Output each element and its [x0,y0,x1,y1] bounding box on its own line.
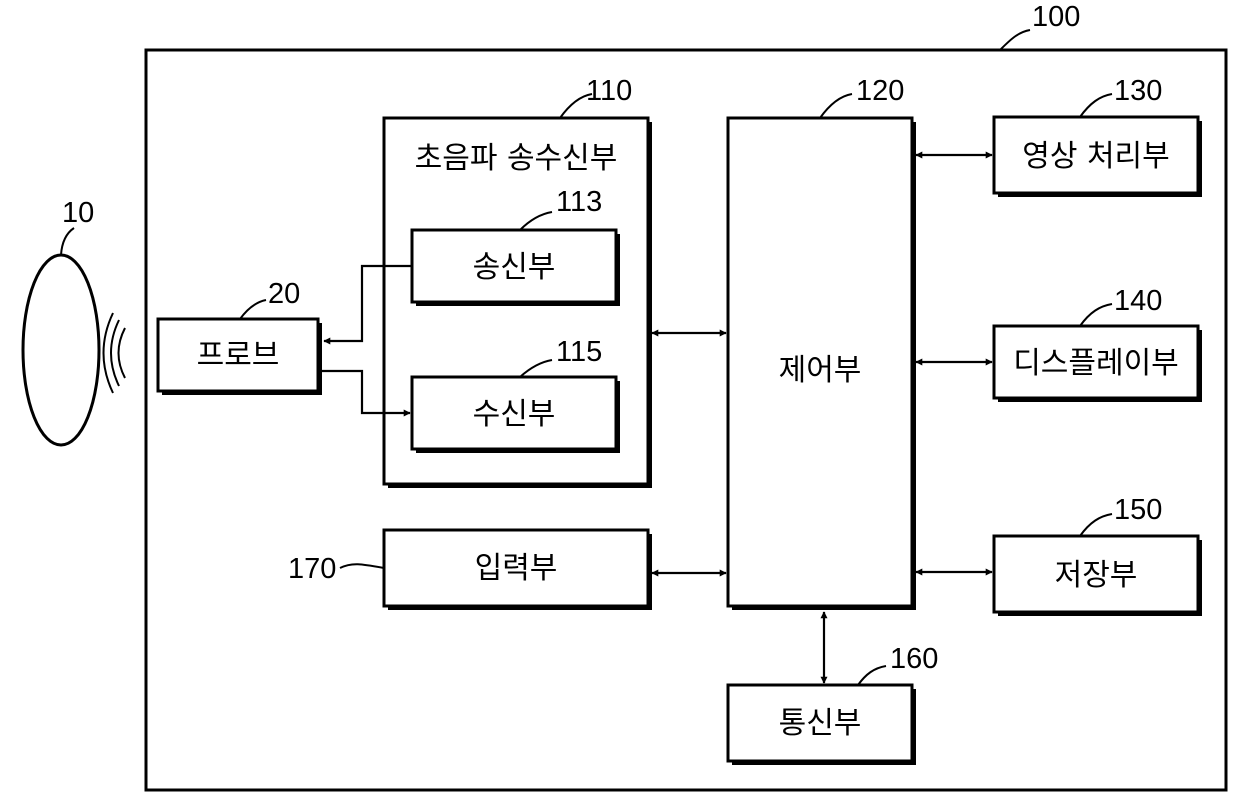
ref-image-processor: 130 [1114,75,1162,107]
ref-communicator: 160 [890,643,938,675]
object-10: 10 [23,197,99,445]
wave-icon [104,313,126,393]
storage-label: 저장부 [1055,558,1138,593]
image-processor-label: 영상 처리부 [1022,139,1170,174]
ref-controller: 120 [856,75,904,107]
communicator-label: 통신부 [779,706,862,741]
ref-transceiver: 110 [586,75,632,107]
ref-system: 100 [1032,1,1080,33]
controller-block: 제어부 120 [728,75,916,610]
display-block: 디스플레이부 140 [994,285,1202,402]
controller-label: 제어부 [779,353,862,388]
ref-input: 170 [288,553,336,585]
image-processor-block: 영상 처리부 130 [994,75,1202,197]
input-label: 입력부 [475,551,558,586]
ref-probe: 20 [268,278,300,310]
ref-transmitter: 113 [556,186,602,218]
display-label: 디스플레이부 [1013,346,1179,381]
probe-label: 프로브 [197,338,280,373]
ref-receiver: 115 [556,336,602,368]
receiver-label: 수신부 [473,397,556,432]
ref-storage: 150 [1114,494,1162,526]
probe-block: 프로브 20 [158,278,322,395]
transceiver-label: 초음파 송수신부 [415,141,618,176]
communicator-block: 통신부 160 [728,643,938,765]
transmitter-label: 송신부 [473,250,556,285]
ref-object: 10 [62,197,94,229]
input-block: 입력부 170 [288,530,652,610]
ref-display: 140 [1114,285,1162,317]
storage-block: 저장부 150 [994,494,1202,616]
